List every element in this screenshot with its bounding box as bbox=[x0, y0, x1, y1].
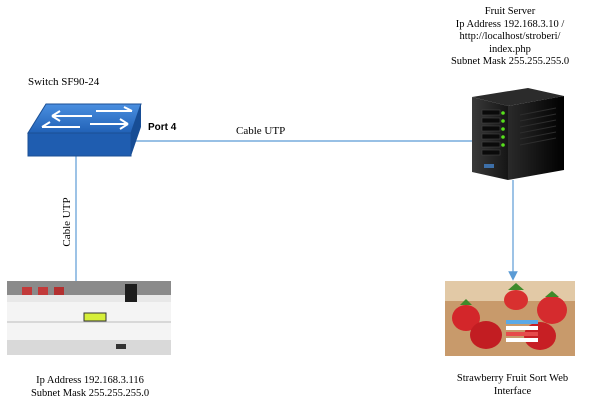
device-info: Ip Address 192.168.3.116 Subnet Mask 255… bbox=[10, 375, 170, 400]
strawberry-web-photo bbox=[445, 281, 575, 356]
server-side-vents bbox=[519, 107, 557, 146]
port-label: Port 4 bbox=[148, 122, 177, 133]
web-interface-info: Strawberry Fruit Sort Web Interface bbox=[440, 373, 585, 398]
server-name: Fruit Server bbox=[484, 6, 536, 17]
cable-label-horizontal: Cable UTP bbox=[236, 125, 286, 137]
device-subnet: Subnet Mask 255.255.255.0 bbox=[30, 387, 150, 399]
server-tower-icon bbox=[472, 88, 564, 180]
server-subnet: Subnet Mask 255.255.255.0 bbox=[450, 56, 570, 67]
sorting-device-photo bbox=[7, 281, 171, 355]
device-ip: Ip Address 192.168.3.116 bbox=[36, 375, 144, 386]
server-bays bbox=[481, 109, 501, 156]
server-leds bbox=[501, 111, 505, 147]
server-power-slot bbox=[484, 164, 494, 168]
server-url: http://localhost/stroberi/ bbox=[459, 31, 561, 42]
web-interface-stack-icon bbox=[506, 320, 538, 342]
server-ip: Ip Address 192.168.3.10 / bbox=[455, 18, 565, 30]
cable-label-vertical: Cable UTP bbox=[61, 197, 73, 246]
server-url-page: index.php bbox=[489, 43, 531, 55]
server-info: Fruit Server Ip Address 192.168.3.10 / h… bbox=[420, 6, 595, 69]
web-title-line-1: Strawberry Fruit Sort Web bbox=[456, 373, 569, 384]
network-switch-icon bbox=[27, 103, 142, 157]
web-title-line-2: Interface bbox=[493, 385, 532, 397]
switch-title: Switch SF90-24 bbox=[28, 76, 100, 88]
